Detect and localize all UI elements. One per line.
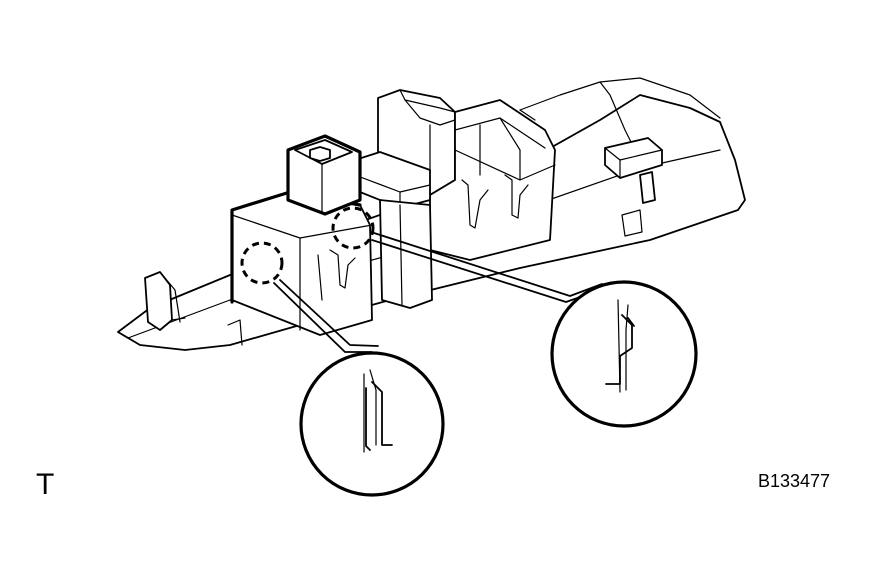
- tray-end-clip: [144, 271, 243, 346]
- right-claw-detail: [550, 280, 698, 428]
- figure-code: B133477: [758, 471, 831, 491]
- right-claw-marker: [331, 206, 375, 250]
- right-post: [604, 137, 663, 237]
- switch-body: [230, 190, 373, 336]
- corner-letter: T: [36, 468, 55, 501]
- left-claw-marker: [240, 241, 284, 285]
- left-claw-detail: [299, 351, 445, 497]
- connector-block: [286, 134, 362, 216]
- middle-block: [354, 151, 433, 309]
